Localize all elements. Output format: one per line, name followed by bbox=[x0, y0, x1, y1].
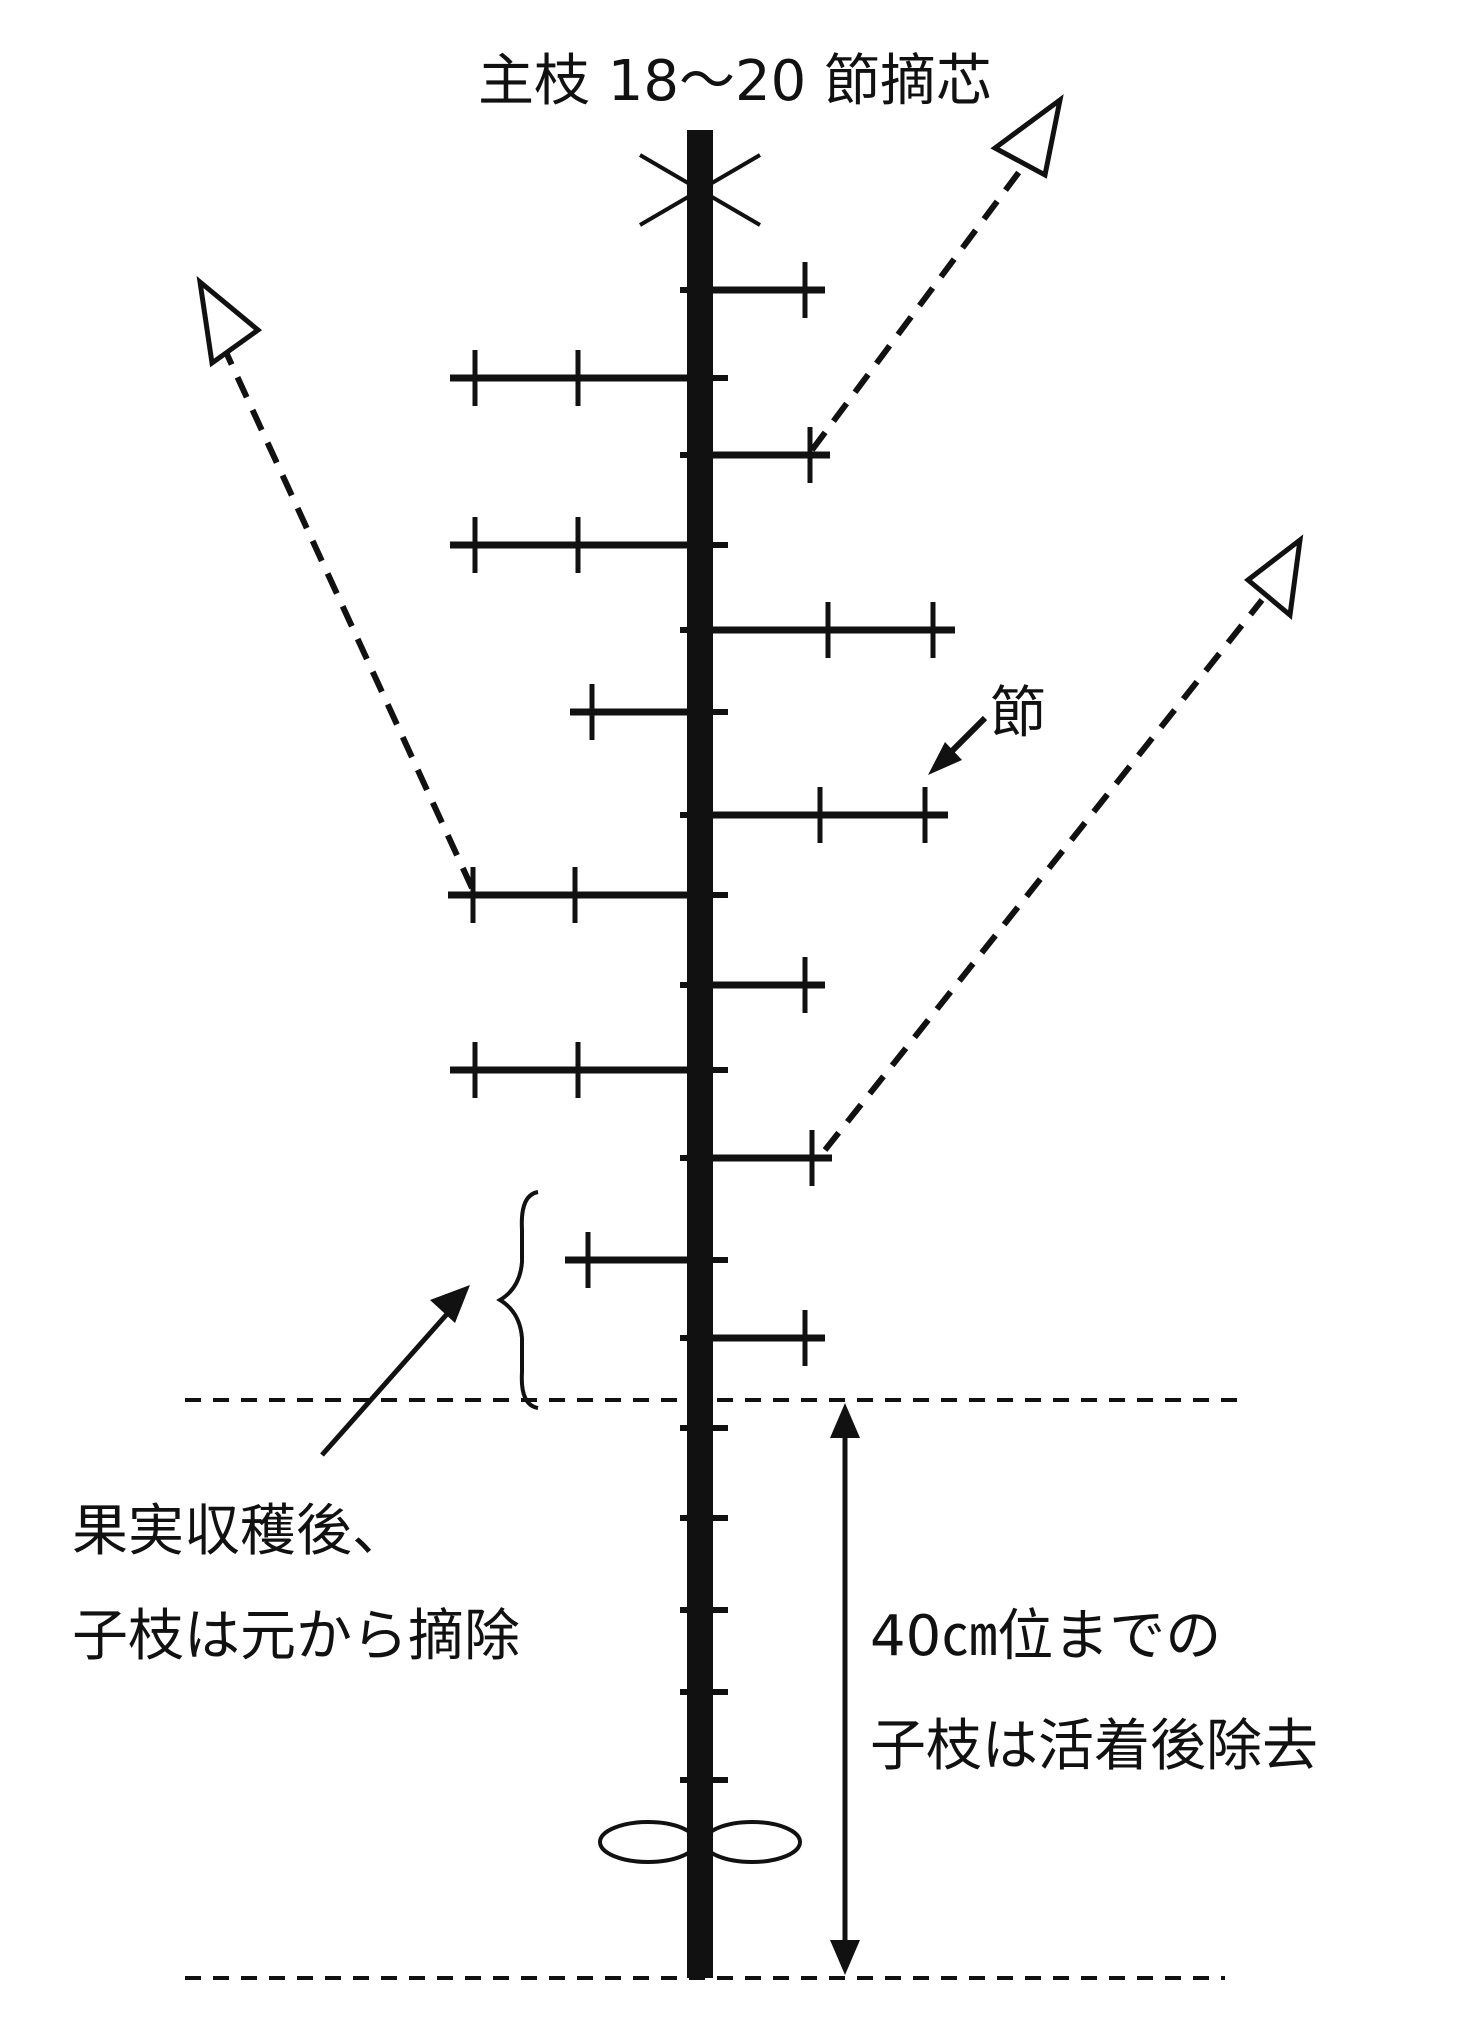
cotyledon-icon bbox=[598, 1820, 802, 1864]
growth-arrow-lower-right bbox=[822, 598, 1265, 1152]
dimension-arrow bbox=[830, 1403, 860, 1975]
left-note-line-2: 子枝は元から摘除 bbox=[72, 1604, 520, 1669]
open-arrowhead-icon bbox=[990, 94, 1064, 179]
reference-lines bbox=[185, 1398, 1240, 1980]
growth-arrow-upper-right bbox=[809, 166, 1025, 452]
curly-brace bbox=[496, 1190, 539, 1410]
node-label: 節 bbox=[990, 681, 1046, 746]
open-arrowhead-icon bbox=[1244, 534, 1304, 620]
right-note-line-1: 40㎝位までの bbox=[870, 1604, 1221, 1669]
open-arrowhead-icon bbox=[196, 275, 263, 368]
title-label: 主枝 18～20 節摘芯 bbox=[478, 49, 992, 114]
open-arrowhead-icons bbox=[196, 94, 1304, 620]
right-note-line-2: 子枝は活着後除去 bbox=[870, 1714, 1318, 1779]
growth-arrow-left bbox=[222, 348, 475, 890]
growth-arrows bbox=[222, 166, 1265, 1152]
side-branches bbox=[448, 262, 955, 1366]
note-pointer-arrow bbox=[320, 1285, 470, 1457]
left-note-line-1: 果実収穫後、 bbox=[72, 1499, 408, 1564]
node-pointer-arrow bbox=[928, 715, 988, 775]
pinch-mark-icon bbox=[638, 153, 762, 227]
